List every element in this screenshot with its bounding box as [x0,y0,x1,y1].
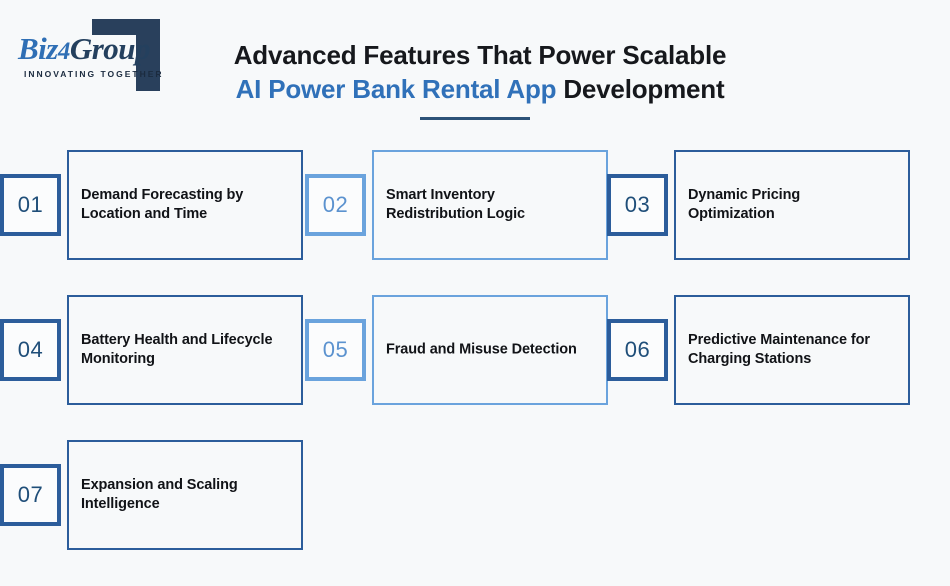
feature-card-label: Fraud and Misuse Detection [386,341,577,358]
feature-card-number: 03 [624,192,651,217]
title-line-1: Advanced Features That Power Scalable [233,40,727,70]
logo-group-text: Group [69,31,151,66]
feature-card-number: 05 [322,337,349,362]
logo-square-notch-icon [92,35,136,91]
feature-card-number-box: 02 [305,174,366,236]
feature-card-06[interactable]: 06 Predictive Maintenance for Charging St… [607,295,910,405]
title-accent-text: AI Power Bank Rental App [235,74,557,104]
feature-card-label: Dynamic Pricing Optimization [688,187,801,222]
feature-card-label: Smart Inventory Redistribution Logic [386,187,525,222]
feature-card-number: 02 [322,192,349,217]
page-title: Advanced Features That Power Scalable AI… [230,38,730,106]
feature-card-02[interactable]: 02 Smart Inventory Redistribution Logic [305,150,608,260]
feature-card-number-box: 04 [0,319,61,381]
feature-card-number-box: 01 [0,174,61,236]
logo-tagline: INNOVATING TOGETHER [24,69,164,79]
title-underline-rule [420,117,530,120]
feature-card-number: 01 [17,192,44,217]
logo-biz-text: Biz [18,31,58,66]
feature-card-label: Demand Forecasting by Location and Time [81,187,244,222]
brand-logo[interactable]: Biz4Group INNOVATING TOGETHER [18,17,233,97]
title-line-2: AI Power Bank Rental App Development [230,72,730,106]
logo-four-text: 4 [57,38,71,65]
feature-card-01[interactable]: 01 Demand Forecasting by Location and Tim… [0,150,303,260]
page-header: Biz4Group INNOVATING TOGETHER Advanced F… [0,0,950,140]
feature-card-number-box: 07 [0,464,61,526]
feature-card-number-box: 06 [607,319,668,381]
feature-card-04[interactable]: 04 Battery Health and Lifecycle Monitorin… [0,295,303,405]
feature-card-number: 07 [17,482,44,507]
feature-card-label: Battery Health and Lifecycle Monitoring [81,332,273,367]
feature-card-number-box: 05 [305,319,366,381]
feature-card-03[interactable]: 03 Dynamic Pricing Optimization [607,150,910,260]
title-tail-text: Development [556,74,725,104]
feature-card-number: 04 [17,337,44,362]
feature-card-number-box: 03 [607,174,668,236]
logo-wordmark: Biz4Group [18,31,158,67]
feature-card-05[interactable]: 05 Fraud and Misuse Detection [305,295,608,405]
feature-card-label: Expansion and Scaling Intelligence [81,477,238,512]
feature-card-number: 06 [624,337,651,362]
feature-card-label: Predictive Maintenance for Charging Stat… [688,332,870,367]
feature-card-07[interactable]: 07 Expansion and Scaling Intelligence [0,440,303,550]
